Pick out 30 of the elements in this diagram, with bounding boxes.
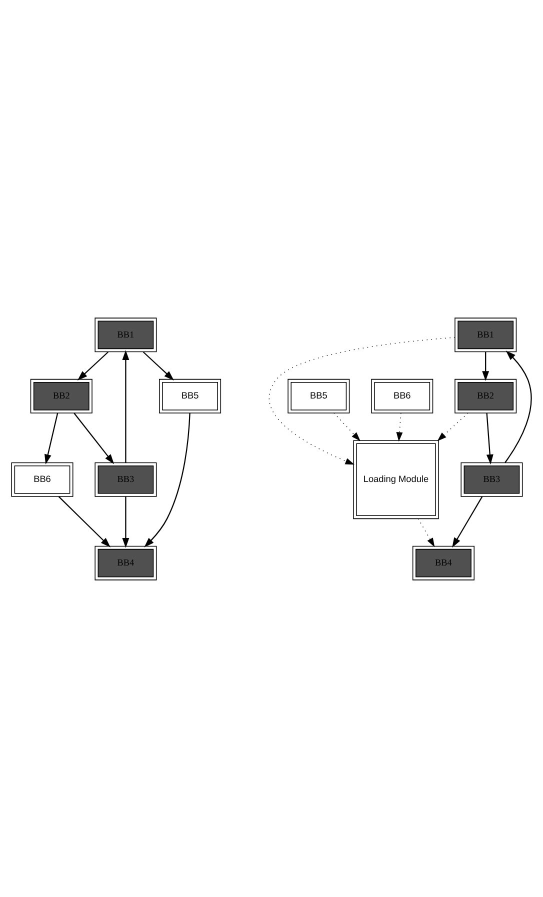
arrow [482, 352, 490, 381]
node-box: BB5 [159, 378, 222, 413]
node-box: BB5 [288, 378, 350, 413]
arrow [122, 496, 130, 548]
arrow [334, 412, 360, 441]
arrow [452, 496, 483, 548]
node-box: Loading Module [353, 440, 439, 519]
arrow [142, 351, 174, 380]
node-box: BB4 [412, 545, 474, 580]
arrow [486, 412, 494, 464]
node-box: BB4 [94, 545, 157, 580]
arrow [77, 351, 109, 380]
node-box: BB1 [454, 317, 517, 352]
arrow [396, 412, 403, 441]
node-box: BB6 [371, 378, 434, 413]
arrow [437, 412, 468, 441]
arrow [268, 336, 456, 464]
arrow [58, 496, 110, 547]
arrow [504, 350, 532, 462]
node-box: BB3 [94, 462, 157, 496]
node-box: BB1 [94, 317, 157, 352]
node-box: BB2 [454, 378, 517, 413]
node-box: BB6 [11, 462, 74, 496]
arrow [74, 412, 114, 464]
node-box: BB2 [30, 378, 92, 413]
arrow [122, 350, 130, 462]
arrow [144, 412, 190, 547]
node-box: BB3 [460, 462, 523, 496]
arrow [418, 518, 435, 547]
arrow [44, 412, 58, 464]
